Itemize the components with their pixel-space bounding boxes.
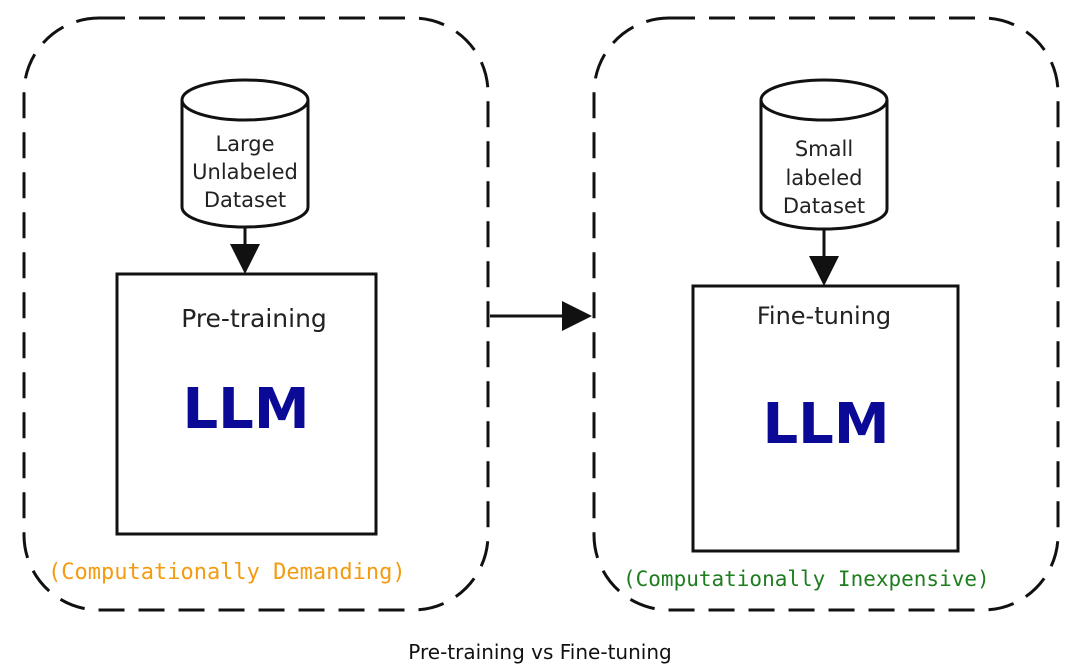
pretraining-llm-label: LLM (182, 377, 309, 442)
finetuning-dashed-container (592, 16, 1060, 612)
pretraining-dataset-cylinder-icon (180, 78, 310, 229)
finetuning-box (691, 284, 960, 553)
pretraining-dashed-container (22, 16, 490, 612)
pretraining-box (115, 272, 378, 536)
diagram-caption: Pre-training vs Fine-tuning (408, 640, 672, 664)
finetuning-dataset-label-line-3: Dataset (783, 194, 865, 218)
finetuning-cost-label: (Computationally Inexpensive) (623, 567, 990, 591)
finetuning-stage: Small labeled Dataset Fine-tuning LLM (C… (592, 16, 1060, 612)
pretraining-dataset-label-line-2: Unlabeled (192, 160, 298, 184)
pretraining-dataset-label-line-1: Large (215, 132, 274, 156)
finetuning-dataset-cylinder-icon (759, 78, 889, 231)
pretraining-cost-label: (Computationally Demanding) (48, 560, 406, 585)
pretraining-dataset-label-line-3: Dataset (204, 188, 286, 212)
finetuning-dataset-label-line-2: labeled (785, 166, 862, 190)
finetuning-dataset-label-line-1: Small (795, 137, 853, 161)
finetuning-title: Fine-tuning (757, 302, 891, 330)
pretraining-stage: Large Unlabeled Dataset Pre-training LLM… (22, 16, 490, 612)
pretraining-title: Pre-training (181, 304, 327, 333)
finetuning-llm-label: LLM (762, 392, 889, 457)
